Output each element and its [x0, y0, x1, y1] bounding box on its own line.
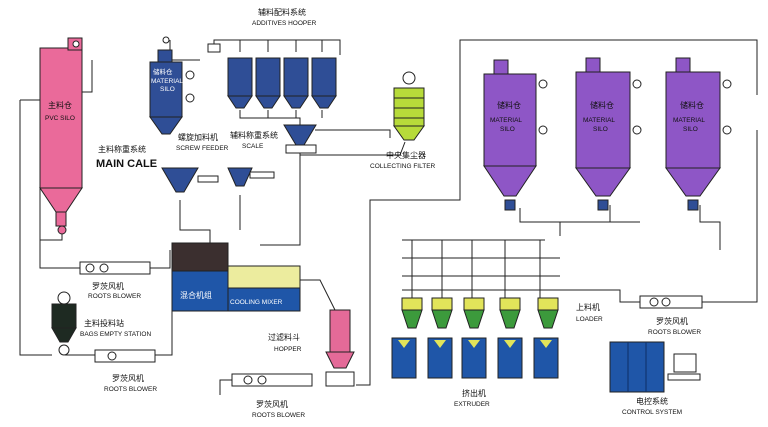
extruder-5: [533, 297, 559, 379]
roots-blower-3-label-cn: 罗茨风机: [256, 399, 288, 409]
filter-label-en: COLLECTING FILTER: [370, 163, 436, 170]
control-label-en: CONTROL SYSTEM: [622, 409, 682, 416]
bags-label-en: BAGS EMPTY STATION: [80, 331, 151, 338]
additives-label-en: ADDITIVES HOOPER: [252, 20, 317, 27]
extruder-label-cn: 挤出机: [462, 388, 486, 398]
bags-label-cn: 主料投料站: [84, 318, 124, 328]
additive-hopper-2: [255, 57, 281, 109]
additive-hopper-3: [283, 57, 309, 109]
additive-inlet-box: [207, 43, 221, 53]
roots-blower-3-label-en: ROOTS BLOWER: [252, 412, 305, 419]
loader-label-cn: 上料机: [576, 302, 600, 312]
silo-2-label-en-1: MATERIAL: [583, 117, 615, 124]
extruder-1: [391, 297, 423, 379]
silo-3-label-en-2: SILO: [683, 126, 698, 133]
roots-blower-1-label-en: ROOTS BLOWER: [88, 293, 141, 300]
filter-hopper: 过滤料斗 HOPPER: [268, 309, 355, 387]
screw-feeder-label-cn: 螺旋加料机: [178, 132, 218, 142]
silo-small-label-en-1: MATERIAL: [151, 78, 183, 85]
scale-label-cn: 辅料称重系统: [230, 130, 278, 140]
roots-blower-3: 罗茨风机 ROOTS BLOWER: [231, 373, 313, 419]
material-silo-1: 储料仓 MATERIAL SILO: [483, 59, 548, 211]
cooling-mixer-label-en: COOLING MIXER: [230, 299, 283, 306]
silo-2-label-cn: 储料仓: [590, 100, 614, 110]
loader-label-en: LOADER: [576, 316, 603, 323]
main-scale-label-cn: 主料称重系统: [98, 144, 146, 154]
filter-label-cn: 中央集尘器: [386, 150, 426, 160]
silo-1-label-cn: 储料仓: [497, 100, 521, 110]
roots-blower-1-label-cn: 罗茨风机: [92, 281, 124, 291]
roots-blower-4-label-cn: 罗茨风机: [656, 316, 688, 326]
roots-blower-2-label-en: ROOTS BLOWER: [104, 386, 157, 393]
material-silo-small: 储料仓 MATERIAL SILO: [149, 36, 195, 135]
silo-small-label-cn: 储料仓: [153, 67, 173, 76]
silo-1-label-en-1: MATERIAL: [490, 117, 522, 124]
additives-hoopers: 辅料配料系统 ADDITIVES HOOPER: [207, 7, 337, 109]
loaders-extruders: 挤出机 EXTRUDER 上料机 LOADER: [391, 297, 603, 408]
extruder-2: [427, 297, 453, 379]
roots-blower-2: 罗茨风机 ROOTS BLOWER: [94, 349, 157, 393]
scale-label-en: SCALE: [242, 143, 264, 150]
screw-feeder-label-en: SCREW FEEDER: [176, 145, 229, 152]
silo-small-label-en-2: SILO: [160, 86, 175, 93]
pvc-silo-label-cn: 主料仓: [48, 100, 72, 110]
additives-label-cn: 辅料配料系统: [258, 7, 306, 17]
pvc-silo: 主料仓 PVC SILO: [39, 37, 83, 235]
main-scale-screw-feeder: 主料称重系统 MAIN CALE 螺旋加料机 SCREW FEEDER: [96, 132, 275, 193]
silo-3-label-en-1: MATERIAL: [673, 117, 705, 124]
material-silo-3: 储料仓 MATERIAL SILO: [665, 57, 732, 211]
mixer-unit: 混合机组 COOLING MIXER: [171, 242, 301, 312]
hopper-label-en: HOPPER: [274, 346, 302, 353]
pipe-network: [19, 39, 758, 395]
extruder-4: [497, 297, 523, 379]
main-scale-label-en: MAIN CALE: [96, 158, 157, 170]
roots-blower-2-label-cn: 罗茨风机: [112, 373, 144, 383]
additive-hopper-1: [227, 57, 253, 109]
extruder-3: [461, 297, 487, 379]
control-system: 电控系统 CONTROL SYSTEM: [609, 341, 701, 416]
silo-1-label-en-2: SILO: [500, 126, 515, 133]
extruder-label-en: EXTRUDER: [454, 401, 490, 408]
collecting-filter: 中央集尘器 COLLECTING FILTER: [370, 71, 436, 170]
control-label-cn: 电控系统: [636, 396, 668, 406]
roots-blower-1: 罗茨风机 ROOTS BLOWER: [79, 261, 151, 300]
material-silo-2: 储料仓 MATERIAL SILO: [575, 57, 642, 211]
bags-empty-station: 主料投料站 BAGS EMPTY STATION: [51, 291, 151, 356]
mixer-label-cn: 混合机组: [180, 290, 212, 300]
silo-2-label-en-2: SILO: [593, 126, 608, 133]
hopper-label-cn: 过滤料斗: [268, 332, 300, 342]
silo-3-label-cn: 储料仓: [680, 100, 704, 110]
roots-blower-4: 罗茨风机 ROOTS BLOWER: [639, 295, 703, 336]
roots-blower-4-label-en: ROOTS BLOWER: [648, 329, 701, 336]
pvc-silo-label-en: PVC SILO: [45, 115, 75, 122]
additive-scale: 辅料称重系统 SCALE: [230, 124, 317, 154]
additive-hopper-4: [311, 57, 337, 109]
